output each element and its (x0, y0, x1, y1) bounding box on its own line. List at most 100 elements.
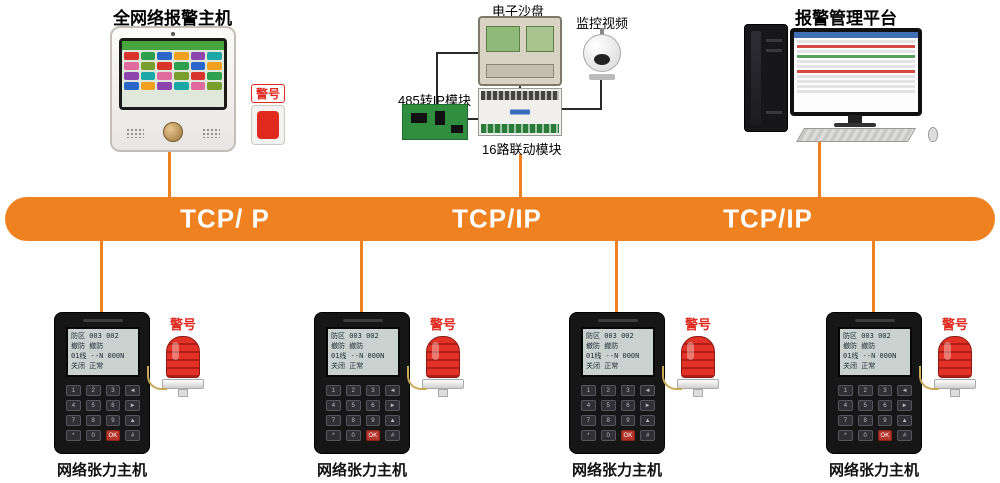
key-2[interactable]: 2 (85, 385, 101, 396)
app-icon[interactable] (190, 62, 206, 70)
home-button[interactable] (163, 122, 183, 142)
key-6[interactable]: 6 (620, 400, 636, 411)
key-OK[interactable]: OK (105, 430, 121, 441)
app-icon[interactable] (140, 72, 156, 80)
key-1[interactable]: 1 (838, 385, 853, 396)
key-1[interactable]: 1 (581, 385, 596, 396)
key-2[interactable]: 2 (600, 385, 616, 396)
key-2[interactable]: 2 (345, 385, 361, 396)
key-◄[interactable]: ◄ (385, 385, 400, 396)
key-3[interactable]: 3 (105, 385, 121, 396)
key-3[interactable]: 3 (877, 385, 893, 396)
key-7[interactable]: 7 (838, 415, 853, 426)
key-2[interactable]: 2 (857, 385, 873, 396)
key-*[interactable]: * (838, 430, 853, 441)
app-icon[interactable] (124, 82, 139, 90)
key-*[interactable]: * (326, 430, 341, 441)
beacon-label: 警号 (429, 317, 456, 332)
key-8[interactable]: 8 (345, 415, 361, 426)
key-7[interactable]: 7 (66, 415, 81, 426)
app-icon[interactable] (190, 82, 206, 90)
key-7[interactable]: 7 (326, 415, 341, 426)
key-►[interactable]: ► (640, 400, 655, 411)
key-6[interactable]: 6 (877, 400, 893, 411)
key-OK[interactable]: OK (620, 430, 636, 441)
key-►[interactable]: ► (125, 400, 140, 411)
key-▲[interactable]: ▲ (897, 415, 912, 426)
module-485-board (402, 104, 468, 140)
key-8[interactable]: 8 (857, 415, 873, 426)
key-◄[interactable]: ◄ (640, 385, 655, 396)
key-8[interactable]: 8 (85, 415, 101, 426)
key-▲[interactable]: ▲ (125, 415, 140, 426)
key-#[interactable]: # (640, 430, 655, 441)
key-4[interactable]: 4 (581, 400, 596, 411)
key-1[interactable]: 1 (326, 385, 341, 396)
key-#[interactable]: # (385, 430, 400, 441)
lcd-line: 01线 --N 000N (331, 352, 385, 360)
key-3[interactable]: 3 (620, 385, 636, 396)
app-icon[interactable] (207, 82, 222, 90)
signal-wire (519, 84, 521, 90)
key-4[interactable]: 4 (326, 400, 341, 411)
key-#[interactable]: # (125, 430, 140, 441)
app-icon[interactable] (207, 72, 222, 80)
key-▲[interactable]: ▲ (385, 415, 400, 426)
key-*[interactable]: * (66, 430, 81, 441)
key-4[interactable]: 4 (66, 400, 81, 411)
key-►[interactable]: ► (897, 400, 912, 411)
key-OK[interactable]: OK (877, 430, 893, 441)
key-0[interactable]: 0 (85, 430, 101, 441)
key-0[interactable]: 0 (345, 430, 361, 441)
app-icon[interactable] (140, 62, 156, 70)
key-4[interactable]: 4 (838, 400, 853, 411)
app-icon[interactable] (174, 62, 189, 70)
app-icon[interactable] (124, 72, 139, 80)
app-icon[interactable] (207, 52, 222, 60)
key-8[interactable]: 8 (600, 415, 616, 426)
key-OK[interactable]: OK (365, 430, 381, 441)
key-9[interactable]: 9 (105, 415, 121, 426)
app-icon[interactable] (157, 82, 172, 90)
app-icon[interactable] (157, 62, 172, 70)
app-icon[interactable] (190, 52, 206, 60)
key-◄[interactable]: ◄ (125, 385, 140, 396)
mouse[interactable] (928, 127, 938, 142)
key-5[interactable]: 5 (857, 400, 873, 411)
app-icon[interactable] (190, 72, 206, 80)
keyboard[interactable] (795, 128, 917, 142)
app-icon[interactable] (174, 52, 189, 60)
key-7[interactable]: 7 (581, 415, 596, 426)
key-6[interactable]: 6 (105, 400, 121, 411)
key-1[interactable]: 1 (66, 385, 81, 396)
key-5[interactable]: 5 (600, 400, 616, 411)
signal-wire (600, 78, 602, 110)
computer-tower (744, 24, 788, 132)
key-0[interactable]: 0 (600, 430, 616, 441)
key-0[interactable]: 0 (857, 430, 873, 441)
key-9[interactable]: 9 (620, 415, 636, 426)
app-icon[interactable] (140, 52, 156, 60)
app-icon[interactable] (124, 62, 139, 70)
key-#[interactable]: # (897, 430, 912, 441)
key-3[interactable]: 3 (365, 385, 381, 396)
app-icon[interactable] (174, 82, 189, 90)
app-icon[interactable] (124, 52, 139, 60)
beacon-label: 警号 (684, 317, 711, 332)
app-icon[interactable] (140, 82, 156, 90)
key-5[interactable]: 5 (85, 400, 101, 411)
key-9[interactable]: 9 (365, 415, 381, 426)
app-icon[interactable] (207, 62, 222, 70)
app-icon[interactable] (157, 52, 172, 60)
key-►[interactable]: ► (385, 400, 400, 411)
key-◄[interactable]: ◄ (897, 385, 912, 396)
app-icon[interactable] (157, 72, 172, 80)
key-9[interactable]: 9 (877, 415, 893, 426)
key-5[interactable]: 5 (345, 400, 361, 411)
key-6[interactable]: 6 (365, 400, 381, 411)
beacon-wire (662, 366, 682, 390)
app-icon[interactable] (174, 72, 189, 80)
key-*[interactable]: * (581, 430, 596, 441)
key-▲[interactable]: ▲ (640, 415, 655, 426)
